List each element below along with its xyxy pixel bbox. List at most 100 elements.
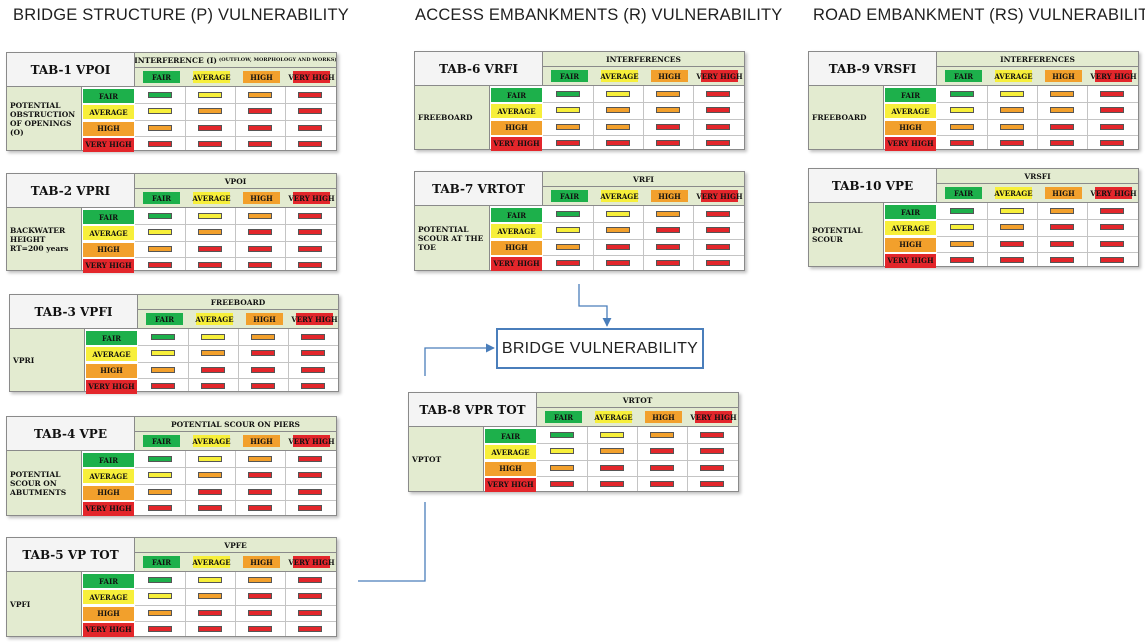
matrix-cell-very-high	[1100, 139, 1124, 146]
row-level-very-high: VERY HIGH	[83, 501, 134, 516]
row-level-average: AVERAGE	[86, 347, 137, 362]
matrix-cell-very-high	[650, 480, 674, 487]
matrix-cell-average	[550, 448, 574, 455]
row-level-fair: FAIR	[885, 88, 936, 102]
matrix-cell-fair	[148, 577, 172, 583]
matrix-cell-average	[148, 108, 172, 115]
matrix-cell-high	[950, 240, 974, 247]
connector-tab8-to-result	[424, 343, 495, 376]
access-embankments-heading: ACCESS EMBANKMENTS (R) VULNERABILITY	[415, 6, 783, 24]
matrix-cell-high	[600, 448, 624, 455]
matrix-cell-average	[1000, 208, 1024, 214]
column-header-band	[135, 553, 336, 572]
column-divider	[587, 427, 588, 491]
row-level-average: AVERAGE	[83, 105, 134, 120]
column-level-fair: FAIR	[945, 70, 982, 82]
column-level-very-high: VERY HIGH	[288, 192, 335, 204]
matrix-cell-very-high	[550, 480, 574, 487]
matrix-cell-very-high	[298, 245, 322, 252]
column-title-text: FREEBOARD	[210, 297, 266, 307]
matrix-cell-very-high	[606, 139, 630, 146]
matrix-cell-very-high	[1050, 139, 1074, 146]
matrix-cell-very-high	[656, 243, 680, 250]
matrix-cell-high	[1050, 91, 1074, 97]
column-level-average: AVERAGE	[600, 70, 639, 82]
matrix-cell-very-high	[301, 382, 325, 389]
matrix-cell-average	[148, 229, 172, 236]
row-level-very-high: VERY HIGH	[83, 258, 134, 273]
column-divider	[1087, 203, 1088, 266]
column-level-very-high: VERY HIGH	[690, 411, 737, 423]
matrix-cell-very-high	[148, 261, 172, 268]
matrix-cell-very-high	[198, 609, 222, 616]
row-level-high: HIGH	[86, 363, 137, 378]
column-title: INTERFERENCES	[937, 52, 1138, 67]
row-title: VPRI	[10, 329, 85, 391]
matrix-cell-very-high	[298, 504, 322, 511]
matrix-cell-high	[148, 609, 172, 616]
row-title: POTENTIAL SCOUR	[809, 203, 884, 266]
matrix-cell-high	[151, 366, 175, 373]
matrix-cell-high	[1000, 224, 1024, 231]
matrix-cell-fair	[556, 211, 580, 217]
column-header-band	[135, 432, 336, 451]
column-title: POTENTIAL SCOUR ON PIERS	[135, 417, 336, 432]
matrix-cell-very-high	[298, 609, 322, 616]
matrix-cell-very-high	[198, 261, 222, 268]
matrix-cell-high	[606, 107, 630, 114]
matrix-cell-very-high	[298, 456, 322, 462]
row-level-fair: FAIR	[491, 88, 542, 102]
column-level-fair: FAIR	[551, 190, 588, 202]
row-level-high: HIGH	[83, 121, 134, 136]
row-level-average: AVERAGE	[83, 590, 134, 605]
matrix-cell-high	[148, 124, 172, 131]
matrix-cell-very-high	[248, 504, 272, 511]
column-level-average: AVERAGE	[994, 70, 1033, 82]
matrix-cell-very-high	[301, 366, 325, 373]
row-level-very-high: VERY HIGH	[485, 477, 536, 492]
matrix-cell-very-high	[298, 140, 322, 147]
row-level-very-high: VERY HIGH	[83, 622, 134, 637]
column-divider	[1037, 203, 1038, 266]
matrix-cell-average	[151, 350, 175, 357]
matrix-cell-high	[650, 432, 674, 438]
matrix-cell-very-high	[248, 488, 272, 495]
row-level-average: AVERAGE	[83, 469, 134, 484]
column-level-fair: FAIR	[143, 435, 180, 447]
table-id: TAB-5 VP TOT	[7, 538, 135, 572]
matrix-cell-very-high	[248, 245, 272, 252]
matrix-cell-high	[656, 211, 680, 217]
matrix-cell-very-high	[656, 123, 680, 130]
matrix-cell-very-high	[1100, 123, 1124, 130]
column-level-high: HIGH	[1045, 187, 1082, 199]
row-level-average: AVERAGE	[491, 104, 542, 119]
column-divider	[643, 206, 644, 270]
matrix-cell-very-high	[1000, 256, 1024, 263]
matrix-cell-very-high	[198, 124, 222, 131]
matrix-cell-very-high	[198, 140, 222, 147]
matrix-cell-very-high	[606, 259, 630, 266]
matrix-cell-fair	[550, 432, 574, 438]
column-header-band	[937, 184, 1138, 203]
column-title: INTERFERENCE (I)(OUTFLOW, MORPHOLOGY AND…	[135, 53, 336, 68]
row-level-high: HIGH	[885, 120, 936, 135]
column-level-high: HIGH	[1045, 70, 1082, 82]
column-title-text: INTERFERENCES	[1000, 54, 1075, 64]
matrix-cell-high	[248, 213, 272, 219]
table-id: TAB-1 VPOI	[7, 53, 135, 87]
row-level-very-high: VERY HIGH	[491, 136, 542, 151]
row-level-very-high: VERY HIGH	[86, 379, 137, 394]
matrix-cell-high	[1050, 208, 1074, 214]
column-level-fair: FAIR	[146, 313, 183, 325]
table-id: TAB-6 VRFI	[415, 52, 543, 86]
matrix-cell-very-high	[1050, 123, 1074, 130]
matrix-cell-very-high	[1100, 107, 1124, 114]
column-title: VPFE	[135, 538, 336, 553]
connector-tab5-to-result	[358, 502, 426, 582]
column-divider	[285, 572, 286, 636]
matrix-cell-very-high	[1100, 208, 1124, 214]
matrix-cell-very-high	[950, 139, 974, 146]
